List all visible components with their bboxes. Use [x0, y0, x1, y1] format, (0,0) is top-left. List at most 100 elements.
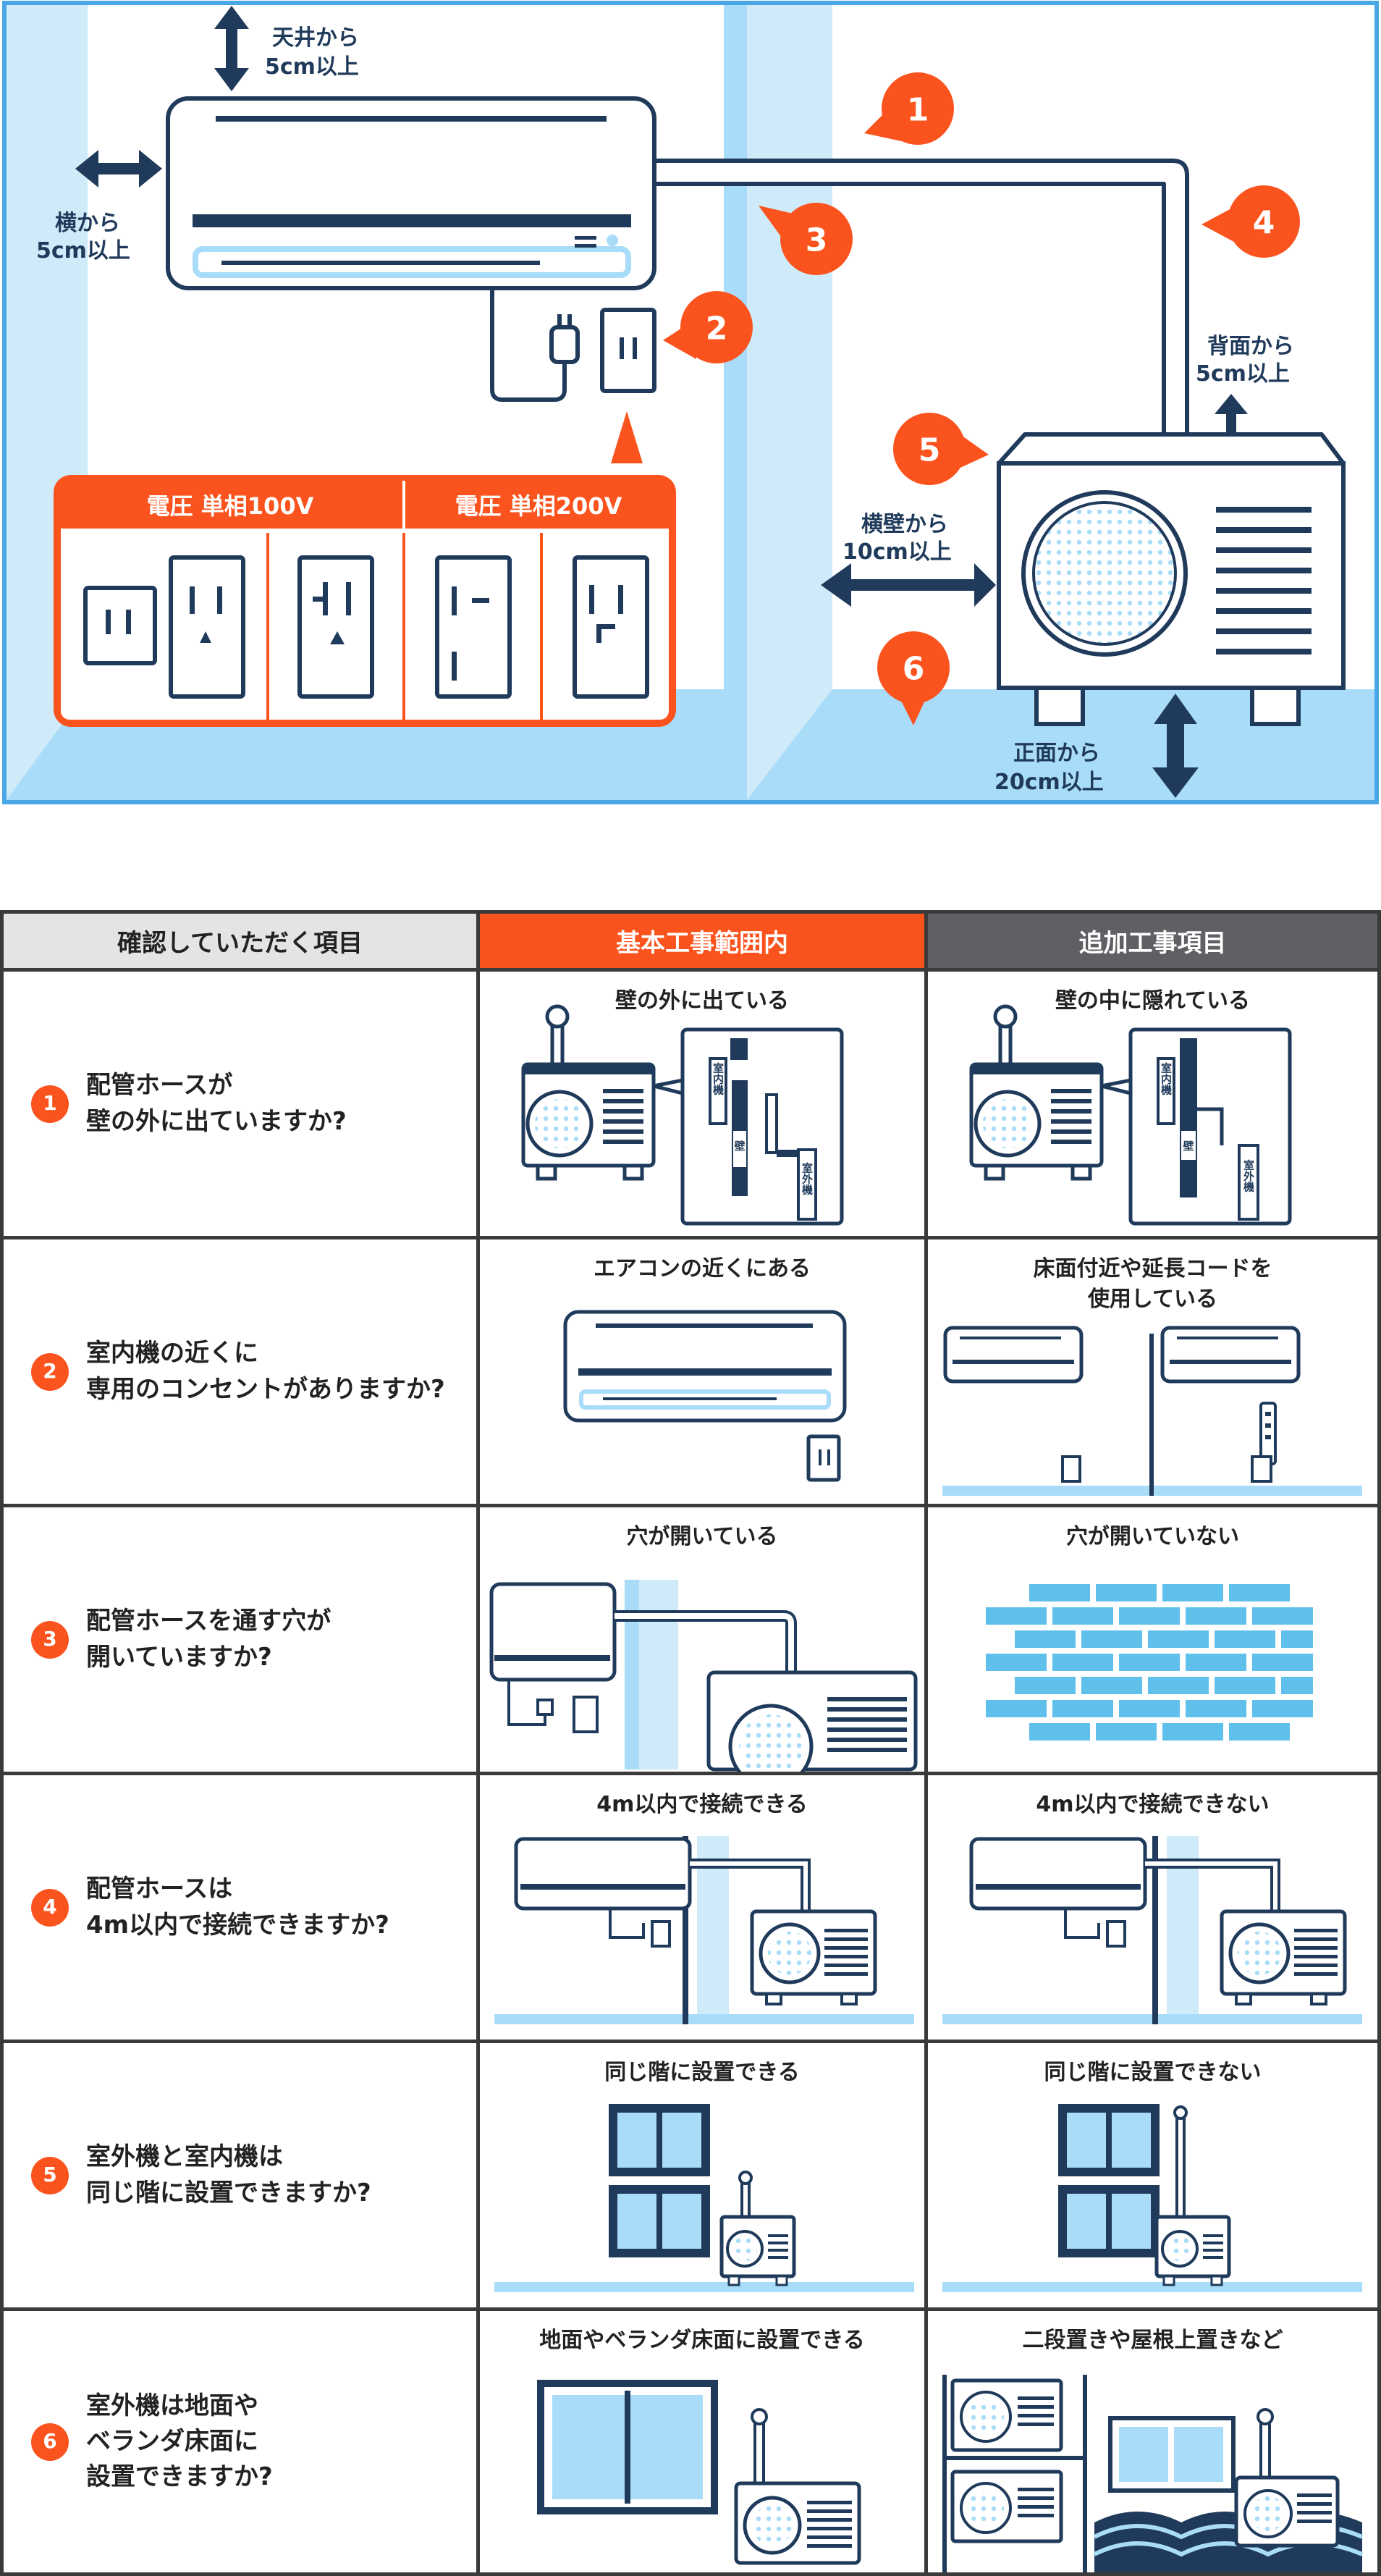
outlet-200v-a: [435, 555, 512, 699]
question-number: 5: [31, 2156, 69, 2194]
front-label-2: 20cm以上: [994, 770, 1104, 795]
side-label-1: 横から: [55, 211, 120, 236]
plug-icon: [549, 314, 580, 364]
additional-cell-4: 4m以内で接続できない: [924, 1772, 1381, 2043]
basic-caption: 穴が開いている: [626, 1524, 778, 1549]
table-row: 2 室内機の近くに専用のコンセントがありますか? エアコンの近くにある 床面付近…: [0, 1236, 1381, 1507]
divider-wall: [724, 5, 747, 800]
svg-text:1: 1: [907, 92, 929, 129]
basic-caption: 4m以内で接続できる: [596, 1792, 808, 1817]
marker-6: 6: [877, 631, 950, 725]
sidewall-label-1: 横壁から: [861, 512, 948, 537]
header-basic: 基本工事範囲内: [476, 910, 928, 972]
header-additional: 追加工事項目: [924, 910, 1381, 972]
additional-caption: 二段置きや屋根上置きなど: [1022, 2328, 1283, 2353]
additional-caption: 壁の中に隠れている: [1055, 988, 1251, 1014]
ceiling-label-1: 天井から: [272, 25, 359, 51]
front-clearance-arrow: [1152, 694, 1199, 798]
additional-cell-5: 同じ階に設置できない: [924, 2040, 1381, 2311]
basic-caption: 同じ階に設置できる: [604, 2060, 800, 2085]
power-cable: [490, 286, 567, 402]
brick-wall-illustration: [986, 1584, 1313, 1741]
table-row: 3 配管ホースを通す穴が開いていますか? 穴が開いている: [0, 1504, 1381, 1775]
basic-cell-1: 壁の外に出ている 室内機 壁: [476, 968, 928, 1239]
checklist-table: 確認していただく項目 基本工事範囲内 追加工事項目 1 配管ホースが壁の外に出て…: [0, 910, 1381, 2576]
question-number: 1: [31, 1085, 69, 1123]
question-number: 3: [31, 1620, 69, 1659]
question-3: 3 配管ホースを通す穴が開いていますか?: [0, 1504, 480, 1775]
front-label-1: 正面から: [1013, 741, 1100, 766]
svg-text:壁: 壁: [734, 1140, 745, 1153]
additional-caption: 同じ階に設置できない: [1044, 2060, 1262, 2085]
within-4m-illustration: [494, 1836, 914, 2024]
outlet-200v-b: [573, 555, 649, 699]
right-floor: [747, 689, 1374, 800]
back-label-1: 背面から: [1207, 334, 1294, 359]
back-clearance-arrow: [1215, 394, 1248, 434]
pipe-outside-illustration: 室内機 壁 室外機: [521, 1004, 844, 1226]
outlet-100v-c: [297, 555, 374, 699]
installation-diagram: 天井から 5cm以上 横から 5cm以上: [2, 1, 1379, 804]
same-floor-illustration: [494, 2104, 914, 2292]
question-1: 1 配管ホースが壁の外に出ていますか?: [0, 968, 480, 1239]
basic-caption: エアコンの近くにある: [594, 1256, 811, 1281]
marker-4: 4: [1201, 185, 1300, 258]
ceiling-clearance-arrow: [214, 6, 249, 91]
basic-cell-5: 同じ階に設置できる: [476, 2040, 928, 2311]
marker-3: 3: [759, 203, 853, 275]
svg-text:2: 2: [706, 311, 728, 348]
sidewall-clearance-arrow: [821, 563, 996, 607]
voltage-100-label: 電圧 単相100V: [147, 492, 314, 520]
basic-cell-2: エアコンの近くにある: [476, 1236, 928, 1507]
additional-cell-2: 床面付近や延長コードを使用している: [924, 1236, 1381, 1507]
table-row: 1 配管ホースが壁の外に出ていますか? 壁の外に出ている: [0, 968, 1381, 1239]
voltage-200-label: 電圧 単相200V: [455, 492, 622, 520]
svg-text:4: 4: [1253, 205, 1275, 242]
outlet-100v-b: [169, 555, 245, 699]
outlet-100v-a: [83, 586, 157, 665]
header-item: 確認していただく項目: [0, 910, 480, 972]
stacked-roof-install-illustration: [942, 2375, 1364, 2572]
indoor-unit: [166, 96, 656, 290]
question-6: 6 室外機は地面やベランダ床面に設置できますか?: [0, 2307, 480, 2576]
svg-text:室外機: 室外機: [1242, 1159, 1255, 1193]
additional-caption: 4m以内で接続できない: [1036, 1792, 1270, 1817]
additional-caption: 床面付近や延長コードを使用している: [1033, 1256, 1272, 1312]
marker-2: 2: [663, 291, 753, 363]
ground-install-illustration: [537, 2380, 861, 2565]
outlet-far-illustration: [942, 1326, 1362, 1496]
basic-caption: 地面やベランダ床面に設置できる: [539, 2328, 865, 2353]
table-row: 5 室外機と室内機は同じ階に設置できますか? 同じ階に設置できる: [0, 2040, 1381, 2311]
basic-caption: 壁の外に出ている: [615, 988, 789, 1014]
question-2: 2 室内機の近くに専用のコンセントがありますか?: [0, 1236, 480, 1507]
side-clearance-arrow: [75, 150, 162, 188]
additional-caption: 穴が開いていない: [1065, 1524, 1240, 1549]
marker-1: 1: [864, 72, 954, 145]
basic-cell-3: 穴が開いている: [476, 1504, 928, 1775]
side-label-2: 5cm以上: [36, 238, 130, 264]
svg-text:6: 6: [903, 651, 925, 688]
additional-cell-3: 穴が開いていない: [924, 1504, 1381, 1775]
svg-text:室内機: 室内機: [711, 1062, 725, 1096]
svg-text:室外機: 室外機: [801, 1162, 814, 1196]
question-number: 2: [31, 1352, 69, 1391]
question-number: 6: [31, 2423, 69, 2461]
svg-text:壁: 壁: [1183, 1140, 1194, 1153]
svg-text:5: 5: [918, 432, 941, 469]
table-row: 6 室外機は地面やベランダ床面に設置できますか? 地面やベランダ床面に設置できる…: [0, 2307, 1381, 2576]
pipe-inside-illustration: 室内機 壁 室外機: [969, 1004, 1292, 1226]
piping-hose: [652, 159, 1189, 437]
outlet-near-illustration: [563, 1310, 847, 1482]
outdoor-unit: [997, 432, 1346, 726]
wall-outlet: [600, 308, 656, 393]
svg-text:室内機: 室内機: [1160, 1062, 1173, 1096]
basic-cell-6: 地面やベランダ床面に設置できる: [476, 2307, 928, 2576]
table-header: 確認していただく項目 基本工事範囲内 追加工事項目: [0, 910, 1381, 972]
marker-5: 5: [893, 413, 989, 485]
sidewall-label-2: 10cm以上: [842, 539, 952, 565]
ceiling-label-2: 5cm以上: [265, 54, 359, 80]
additional-cell-6: 二段置きや屋根上置きなど: [924, 2307, 1381, 2576]
hole-open-illustration: [489, 1580, 918, 1772]
